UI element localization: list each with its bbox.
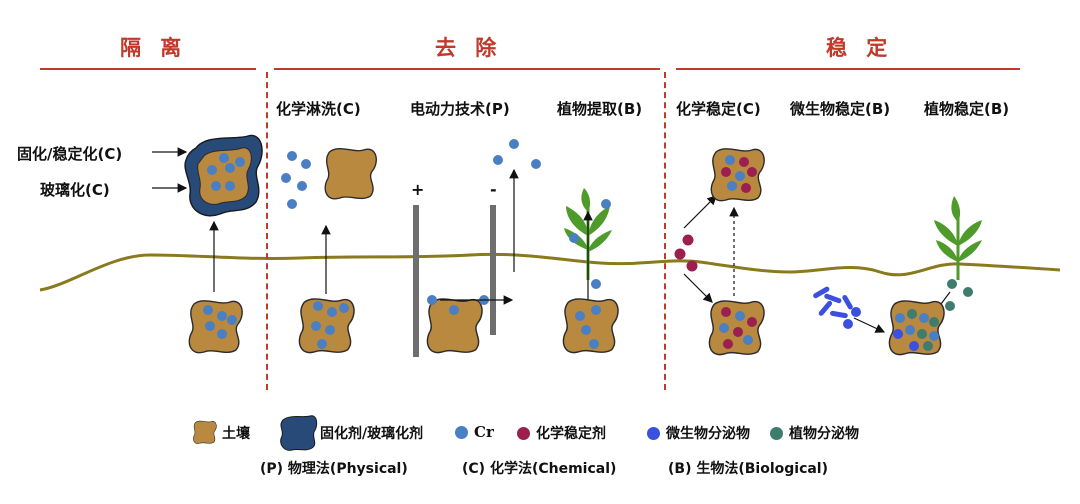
- legend-chem-agent-label: 化学稳定剂: [536, 426, 606, 442]
- legend-microbe-secretion: 微生物分泌物: [647, 423, 750, 443]
- cathode-sign: -: [490, 180, 497, 199]
- solidified-soil: [184, 134, 263, 217]
- legend-chem-agent: 化学稳定剂: [517, 423, 606, 443]
- divider-left: [266, 72, 268, 390]
- cr-dot-icon: [455, 425, 468, 439]
- legend-soil: 土壤: [222, 423, 250, 443]
- legend-plant-secretion-label: 植物分泌物: [789, 426, 859, 442]
- anode-electrode: [413, 205, 419, 357]
- cr-released-washing: [281, 151, 311, 209]
- label-chem-washing: 化学淋洗(C): [276, 100, 361, 118]
- legend-soil-icon: [193, 420, 217, 444]
- legend-solidifier: 固化剂/玻璃化剂: [320, 423, 423, 443]
- legend-soil-label: 土壤: [222, 426, 250, 442]
- legend-solidifier-label: 固化剂/玻璃化剂: [320, 426, 424, 442]
- legend-cr: Cr: [455, 423, 494, 441]
- legend-plant-secretion: 植物分泌物: [770, 423, 859, 443]
- header-removal: 去 除: [435, 36, 503, 60]
- soil-stabilized-top: [710, 148, 765, 202]
- footnote-biological: (B) 生物法(Biological): [668, 461, 829, 477]
- anode-sign: +: [411, 180, 425, 199]
- plant-secretion-dot-icon: [770, 426, 783, 440]
- header-isolation: 隔 离: [120, 36, 188, 60]
- legend-cr-label: Cr: [474, 423, 494, 441]
- ground-line: [39, 252, 1061, 292]
- soil-bio-stabilized: [888, 300, 945, 356]
- label-phyto-extraction: 植物提取(B): [557, 100, 643, 118]
- microbes: [813, 286, 861, 329]
- soil-washed: [324, 147, 377, 200]
- legend-solidifier-icon: [280, 415, 318, 451]
- chem-agent-drops: [674, 234, 698, 272]
- soil-particle-washing: [298, 298, 355, 354]
- cathode-electrode: [490, 205, 496, 335]
- soil-particle-isolation: [188, 300, 243, 354]
- header-underline-isolation: [40, 68, 256, 70]
- cr-released-electro: [493, 139, 541, 169]
- chem-agent-dot-icon: [517, 426, 530, 440]
- label-phyto-stabilization: 植物稳定(B): [924, 100, 1010, 118]
- divider-right: [664, 72, 666, 390]
- header-underline-removal: [274, 68, 660, 70]
- header-underline-stabilization: [676, 68, 1020, 70]
- header-stabilization: 稳 定: [826, 36, 894, 60]
- label-electrokinetic: 电动力技术(P): [410, 100, 510, 118]
- soil-stabilized-bottom: [708, 300, 765, 356]
- label-solidification: 固化/稳定化(C): [17, 145, 123, 163]
- microbe-dot-icon: [647, 426, 660, 440]
- footnote-chemical: (C) 化学法(Chemical): [462, 461, 617, 477]
- soil-particle-extraction: [562, 298, 619, 354]
- label-chem-stabilization: 化学稳定(C): [676, 100, 761, 118]
- legend-microbe-secretion-label: 微生物分泌物: [666, 426, 750, 442]
- plant-stabilization: [934, 196, 982, 311]
- footnote-physical: (P) 物理法(Physical): [260, 461, 408, 477]
- label-vitrification: 玻璃化(C): [40, 181, 110, 199]
- label-microbial-stabilization: 微生物稳定(B): [790, 100, 891, 118]
